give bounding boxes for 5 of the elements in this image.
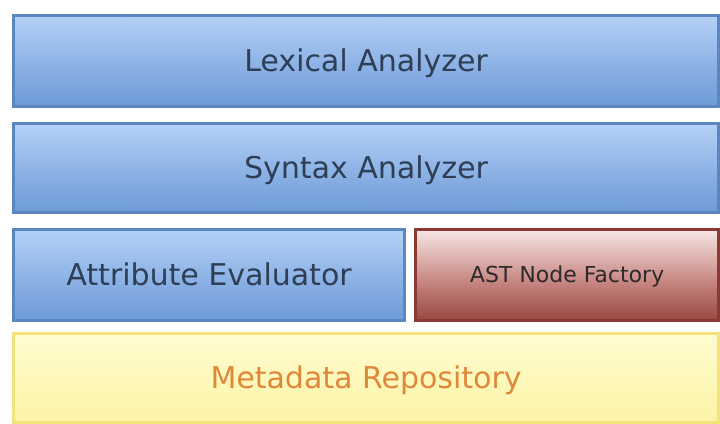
layer-box: Metadata Repository (12, 332, 720, 424)
layer-box: Lexical Analyzer (12, 14, 720, 108)
layer-box: AST Node Factory (414, 228, 720, 322)
layer-box: Attribute Evaluator (12, 228, 406, 322)
layer-box: Syntax Analyzer (12, 122, 720, 214)
